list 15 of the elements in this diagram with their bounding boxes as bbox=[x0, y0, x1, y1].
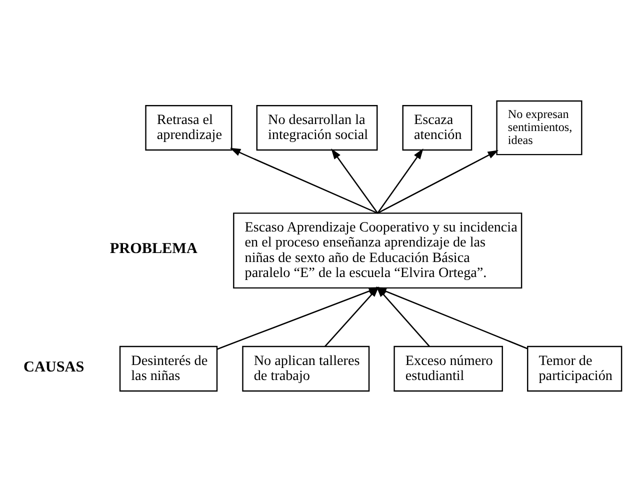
node-box: Escaso Aprendizaje Cooperativo y su incidencia en el proceso enseñanza aprendizaje de las niñas de sexto año de Educación Básica paralelo “E” de la escuela “Elvira Ortega”. bbox=[233, 212, 522, 288]
node-box: Escaza atención bbox=[402, 104, 472, 150]
node-box: Temor de participación bbox=[527, 345, 622, 392]
label: PROBLEMA bbox=[110, 240, 198, 257]
node-box: No aplican talleres de trabajo bbox=[242, 345, 370, 392]
node-box: No desarrollan la integración social bbox=[256, 104, 378, 150]
node-box: Retrasa el aprendizaje bbox=[145, 104, 232, 150]
node-box: No expresan sentimientos, ideas bbox=[496, 100, 582, 155]
arrow bbox=[230, 147, 378, 214]
node-box: Exceso número estudiantil bbox=[394, 345, 503, 392]
arrow bbox=[377, 150, 499, 214]
node-box: Desinterés de las niñas bbox=[119, 345, 218, 392]
label: CAUSAS bbox=[24, 358, 84, 375]
arrow bbox=[377, 148, 424, 214]
arrow bbox=[331, 148, 378, 214]
